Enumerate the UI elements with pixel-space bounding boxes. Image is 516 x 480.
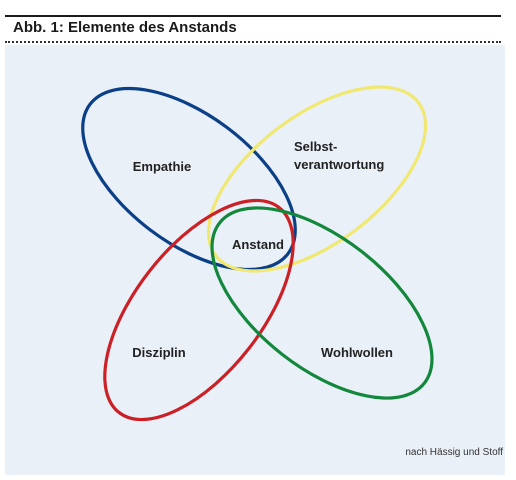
label-empathie: Empathie	[133, 159, 192, 174]
top-rule	[5, 15, 501, 17]
figure-title: Abb. 1: Elemente des Anstands	[13, 19, 237, 36]
ellipse-selbstverantwortung	[206, 85, 428, 273]
ellipse-wohlwollen	[210, 206, 434, 400]
ellipse-empathie	[81, 86, 297, 272]
label-selbstverantwortung-line2: verantwortung	[294, 157, 384, 172]
dotted-separator	[5, 41, 501, 43]
label-selbstverantwortung-line1: Selbst-	[294, 139, 337, 154]
label-anstand: Anstand	[232, 237, 284, 252]
ellipse-disziplin	[103, 198, 295, 422]
label-disziplin: Disziplin	[132, 345, 186, 360]
source-note: nach Hässig und Stoff	[405, 447, 503, 458]
label-wohlwollen: Wohlwollen	[321, 345, 393, 360]
diagram-panel	[5, 45, 505, 475]
